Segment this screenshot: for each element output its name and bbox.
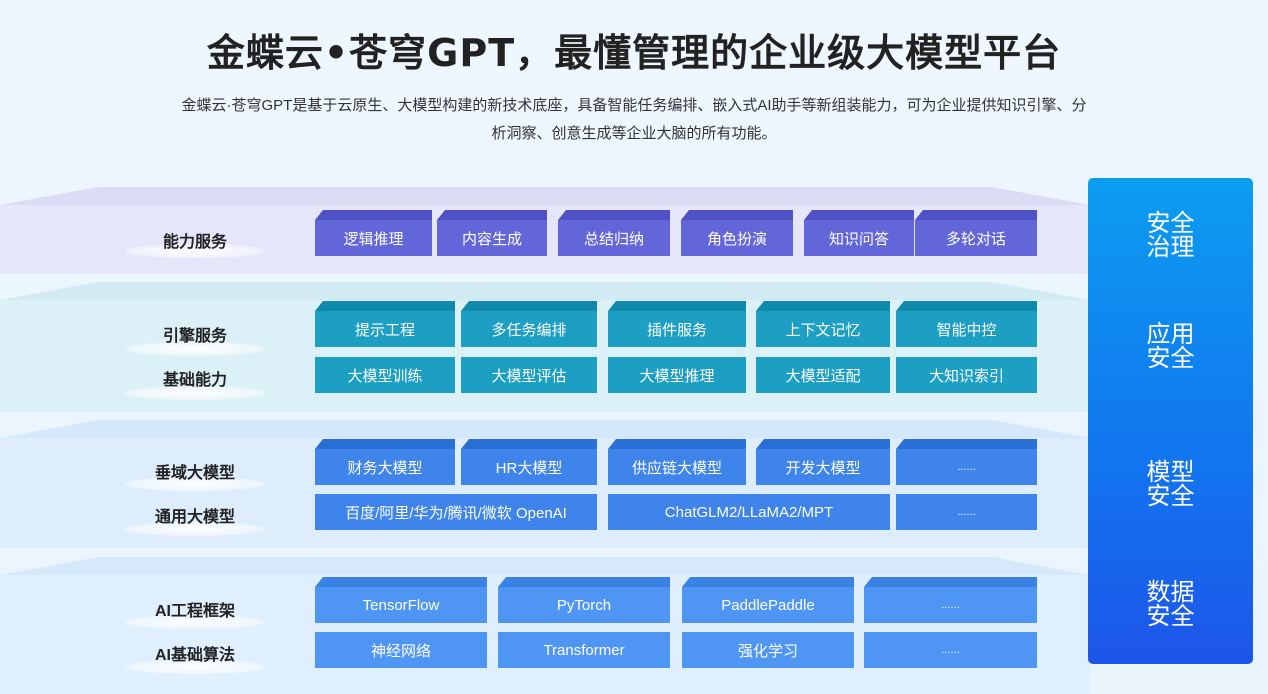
security-application: 应用 安全 xyxy=(1146,320,1195,372)
label-pad xyxy=(125,244,265,258)
row-label-ability-services: 能力服务 xyxy=(162,234,227,251)
box-multi-task-orchestration: 多任务编排 xyxy=(461,311,597,347)
security-governance: 安全 治理 xyxy=(1146,209,1195,261)
box-prompt-engineering: 提示工程 xyxy=(315,311,455,347)
box-hr-model: HR大模型 xyxy=(461,449,597,485)
row-label-ai-algorithm: AI基础算法 xyxy=(154,647,235,664)
box-general-more: ...... xyxy=(896,494,1037,530)
box-knowledge-index: 大知识索引 xyxy=(896,357,1037,393)
box-model-inference: 大模型推理 xyxy=(608,357,746,393)
box-domestic-models: 百度/阿里/华为/腾讯/微软 OpenAI xyxy=(315,494,597,530)
page-title: 金蝶云•苍穹GPT，最懂管理的企业级大模型平台 xyxy=(206,31,1062,75)
box-paddlepaddle: PaddlePaddle xyxy=(682,587,854,623)
box-finance-model: 财务大模型 xyxy=(315,449,455,485)
page-subtitle: 金蝶云·苍穹GPT是基于云原生、大模型构建的新技术底座，具备智能任务编排、嵌入式… xyxy=(150,92,1118,148)
row-label-vertical-models: 垂域大模型 xyxy=(154,465,235,482)
box-algorithm-more: ...... xyxy=(864,632,1037,668)
security-column: 安全 治理 应用 安全 模型 安全 数据 安全 xyxy=(1088,178,1253,664)
box-vertical-more: ...... xyxy=(896,449,1037,485)
box-model-adaptation: 大模型适配 xyxy=(756,357,890,393)
box-framework-more: ...... xyxy=(864,587,1037,623)
box-role-play: 角色扮演 xyxy=(681,220,793,256)
box-reinforcement-learning: 强化学习 xyxy=(682,632,854,668)
subtitle-line-1: 金蝶云·苍穹GPT是基于云原生、大模型构建的新技术底座，具备智能任务编排、嵌入式… xyxy=(181,97,1087,114)
box-neural-network: 神经网络 xyxy=(315,632,487,668)
box-pytorch: PyTorch xyxy=(498,587,670,623)
label-pad xyxy=(125,386,265,400)
box-multi-turn-dialogue: 多轮对话 xyxy=(915,220,1037,256)
row-label-base-abilities: 基础能力 xyxy=(162,372,227,389)
box-content-generation: 内容生成 xyxy=(437,220,547,256)
label-pad xyxy=(125,342,265,356)
box-context-memory: 上下文记忆 xyxy=(756,311,890,347)
security-model: 模型 安全 xyxy=(1146,458,1195,510)
label-pad xyxy=(125,660,265,674)
box-smart-control: 智能中控 xyxy=(896,311,1037,347)
security-data: 数据 安全 xyxy=(1146,578,1195,630)
box-tensorflow: TensorFlow xyxy=(315,587,487,623)
row-label-engine-services: 引擎服务 xyxy=(162,328,227,345)
label-pad xyxy=(125,522,265,536)
box-dev-model: 开发大模型 xyxy=(756,449,890,485)
box-open-source-models: ChatGLM2/LLaMA2/MPT xyxy=(608,494,890,530)
row-label-general-models: 通用大模型 xyxy=(154,509,235,526)
box-supply-chain-model: 供应链大模型 xyxy=(608,449,746,485)
label-pad xyxy=(125,477,265,491)
box-transformer: Transformer xyxy=(498,632,670,668)
box-logic-reasoning: 逻辑推理 xyxy=(315,220,432,256)
box-summarization: 总结归纳 xyxy=(558,220,670,256)
box-model-training: 大模型训练 xyxy=(315,357,455,393)
label-pad xyxy=(125,615,265,629)
box-knowledge-qa: 知识问答 xyxy=(804,220,914,256)
box-model-evaluation: 大模型评估 xyxy=(461,357,597,393)
subtitle-line-2: 析洞察、创意生成等企业大脑的所有功能。 xyxy=(491,125,777,142)
row-label-ai-framework: AI工程框架 xyxy=(154,603,235,620)
box-plugin-service: 插件服务 xyxy=(608,311,746,347)
